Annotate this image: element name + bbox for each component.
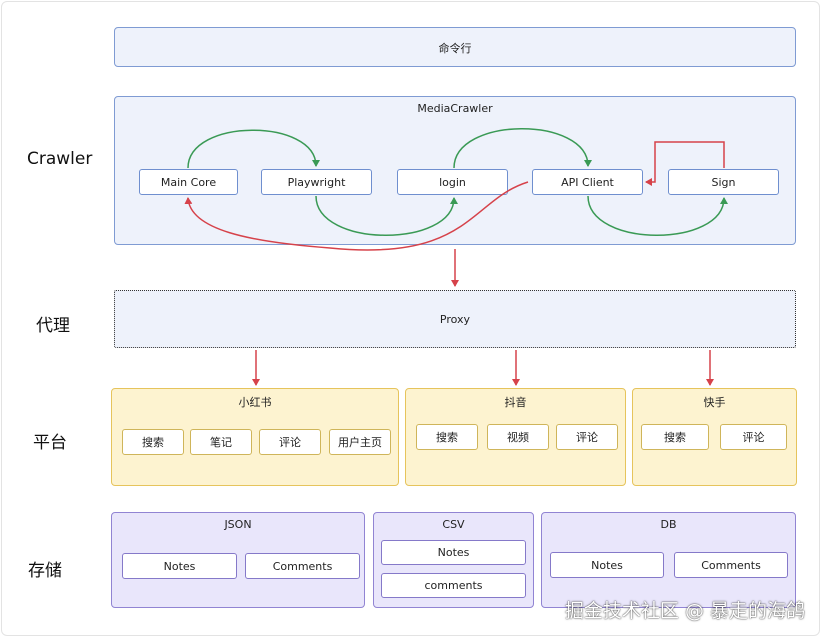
dy-video-node: 视频 — [487, 424, 549, 450]
row-label-platform: 平台 — [33, 433, 67, 453]
row-label-proxy: 代理 — [36, 316, 70, 336]
main-core-node: Main Core — [139, 169, 238, 195]
json-comments-node: Comments — [245, 553, 360, 579]
cli-box: 命令行 — [114, 27, 796, 67]
douyin-title: 抖音 — [504, 396, 527, 409]
json-title: JSON — [224, 518, 252, 531]
row-label-storage: 存储 — [28, 561, 62, 581]
csv-title: CSV — [442, 518, 465, 531]
csv-notes-node: Notes — [381, 540, 526, 565]
csv-comments-node: comments — [381, 573, 526, 598]
xhs-search-node: 搜索 — [122, 429, 184, 455]
kuaishou-title: 快手 — [703, 396, 726, 409]
juejin-watermark: 掘金技术社区 @ 暴走的海鸽 — [564, 600, 805, 622]
json-notes-node: Notes — [122, 553, 237, 579]
ks-search-node: 搜索 — [641, 424, 709, 450]
playwright-node: Playwright — [261, 169, 372, 195]
db-notes-node: Notes — [550, 552, 664, 578]
xhs-notes-node: 笔记 — [190, 429, 252, 455]
sign-node: Sign — [668, 169, 779, 195]
xhs-comments-node: 评论 — [259, 429, 321, 455]
mediacrawler-title: MediaCrawler — [417, 102, 493, 115]
ks-comments-node: 评论 — [720, 424, 787, 450]
proxy-title: Proxy — [439, 313, 471, 326]
dy-search-node: 搜索 — [416, 424, 478, 450]
xiaohongshu-title: 小红书 — [238, 396, 272, 409]
login-node: login — [397, 169, 508, 195]
proxy-box: Proxy — [114, 290, 796, 348]
cli-label: 命令行 — [438, 42, 472, 55]
api-client-node: API Client — [532, 169, 643, 195]
db-comments-node: Comments — [674, 552, 788, 578]
db-title: DB — [660, 518, 677, 531]
xhs-user-home-node: 用户主页 — [329, 429, 391, 455]
dy-comments-node: 评论 — [556, 424, 618, 450]
row-label-crawler: Crawler — [27, 149, 93, 169]
